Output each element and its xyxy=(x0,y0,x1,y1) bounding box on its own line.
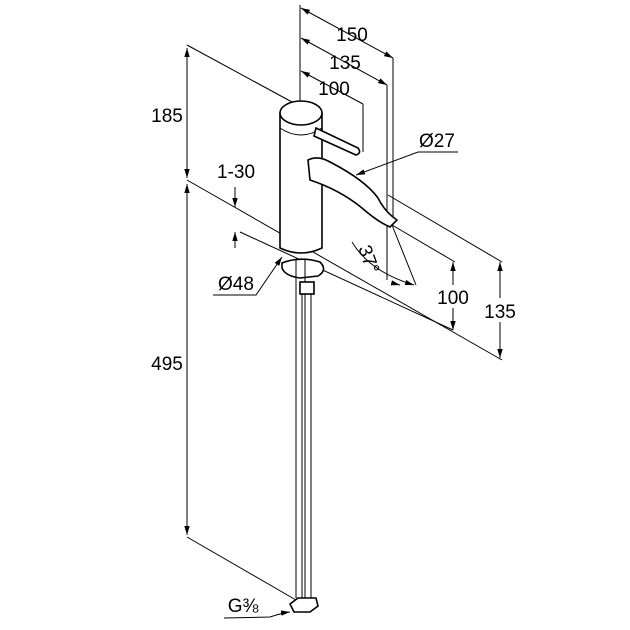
connection-nut xyxy=(288,597,319,613)
dimension-150: 150 xyxy=(300,7,394,59)
dimension-495: 495 xyxy=(151,184,190,535)
label-135-right: 135 xyxy=(484,302,516,323)
label-diameter-27: Ø27 xyxy=(419,131,455,152)
dimension-135-top: 135 xyxy=(300,37,388,86)
extension-lines xyxy=(186,5,503,601)
dimension-100-right: 100 xyxy=(437,262,469,330)
lever xyxy=(313,126,361,156)
base-bracket xyxy=(281,258,325,279)
dimension-diameter-48: Ø48 xyxy=(213,256,283,296)
dimension-100-top: 100 xyxy=(300,70,364,105)
label-150: 150 xyxy=(336,25,368,46)
spout xyxy=(307,157,399,228)
label-135-top: 135 xyxy=(329,53,361,74)
faucet-body xyxy=(279,100,399,279)
supply-pipes xyxy=(288,260,319,613)
label-37-degrees: 37° xyxy=(353,243,383,277)
label-100-top: 100 xyxy=(318,79,350,100)
dimension-thread: G⅜ xyxy=(223,596,291,619)
label-495: 495 xyxy=(151,354,183,375)
label-100-right: 100 xyxy=(437,288,469,309)
dimension-deck-thickness: 1-30 xyxy=(217,162,255,248)
label-1-30: 1-30 xyxy=(217,162,255,183)
dimension-185: 185 xyxy=(151,48,190,178)
label-185: 185 xyxy=(151,106,183,127)
label-diameter-48: Ø48 xyxy=(218,274,254,295)
dimension-diameter-27: Ø27 xyxy=(355,131,458,176)
dimension-135-right: 135 xyxy=(484,262,516,358)
label-thread-g3-8: G⅜ xyxy=(228,596,259,617)
